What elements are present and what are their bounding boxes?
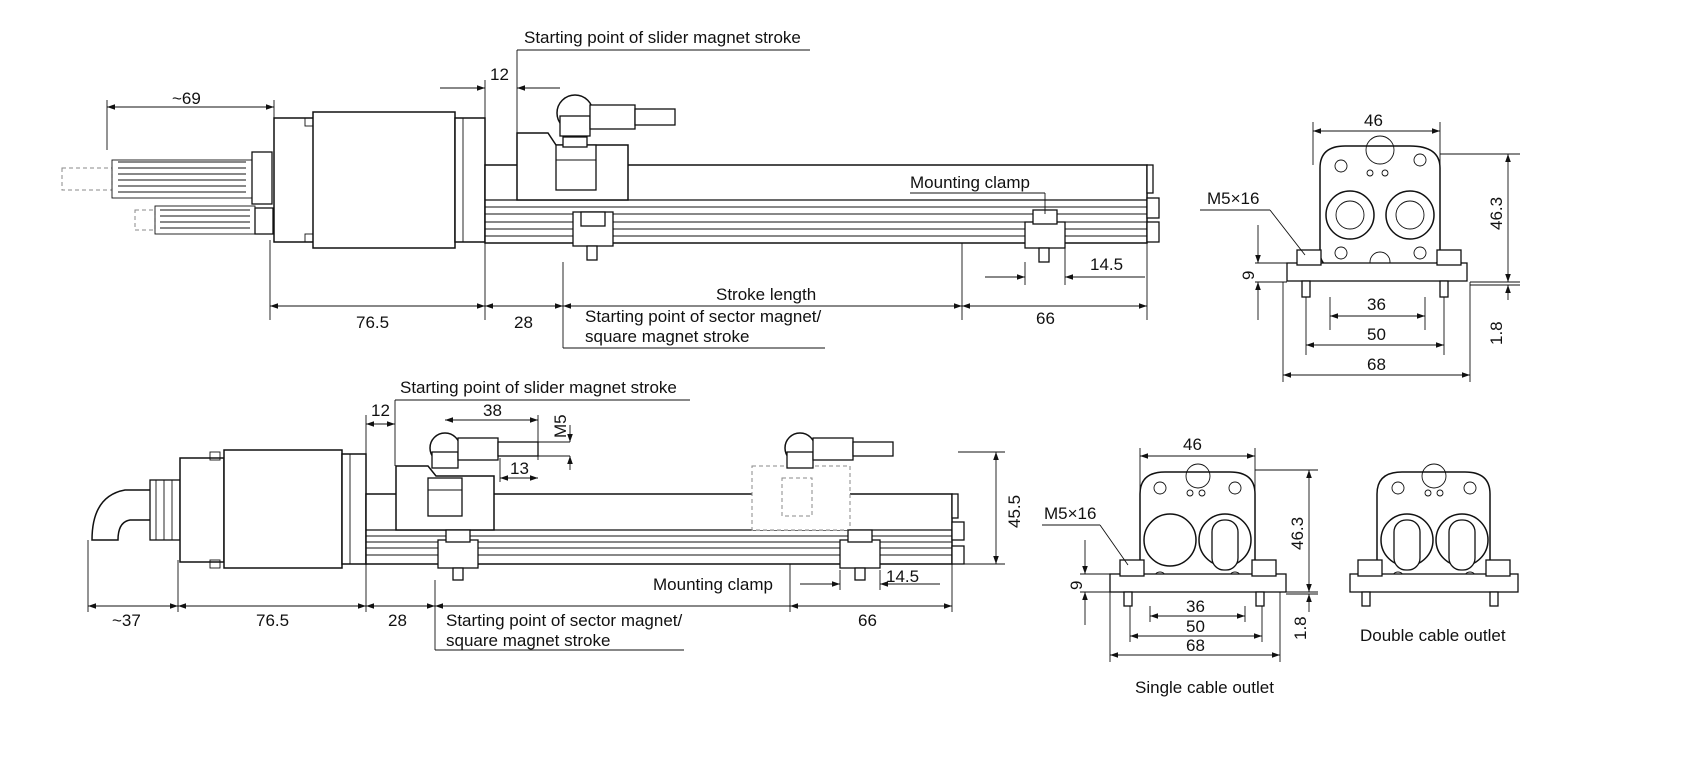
slider-magnet	[516, 94, 676, 201]
dim-68-bottom: 68	[1186, 636, 1205, 655]
cable-elbow	[91, 479, 181, 541]
dim-76-5-side: 76.5	[256, 611, 289, 630]
screw-label: M5×16	[1207, 189, 1259, 208]
top-view: Starting point of slider magnet stroke 1…	[61, 28, 1160, 349]
sector-start-label-side-1: Starting point of sector magnet/	[446, 611, 683, 630]
dim-76-5: 76.5	[356, 313, 389, 332]
dim-50: 50	[1367, 325, 1386, 344]
dim-28-side: 28	[388, 611, 407, 630]
stroke-length-label: Stroke length	[716, 285, 816, 304]
sector-start-label-side-2: square magnet stroke	[446, 631, 610, 650]
dim-12-side: 12	[371, 401, 390, 420]
dim-12: 12	[490, 65, 509, 84]
mounting-clamp-label-side: Mounting clamp	[653, 575, 773, 594]
mounting-clamp-left	[572, 211, 614, 261]
dim-cable-side: ~37	[112, 611, 141, 630]
caption-double-cable: Double cable outlet	[1360, 626, 1506, 645]
dim-1-8-bottom: 1.8	[1291, 616, 1310, 640]
sensor-head-housing	[273, 111, 486, 249]
cable-connector-top	[61, 151, 274, 235]
dim-46-bottom: 46	[1183, 435, 1202, 454]
dim-9: 9	[1239, 271, 1258, 280]
dim-14-5-side: 14.5	[886, 567, 919, 586]
dim-46-3: 46.3	[1487, 197, 1506, 230]
mounting-clamp-side-left	[437, 529, 479, 581]
dim-45-5: 45.5	[1005, 495, 1024, 528]
dim-66: 66	[1036, 309, 1055, 328]
mounting-clamp-side-right	[839, 529, 881, 581]
slider-start-label-side: Starting point of slider magnet stroke	[400, 378, 677, 397]
dim-m5: M5	[551, 414, 570, 438]
slider-magnet-ghost	[751, 432, 894, 531]
top-view-dimensions	[106, 49, 1148, 349]
dim-14-5: 14.5	[1090, 255, 1123, 274]
mounting-clamp-label: Mounting clamp	[910, 173, 1030, 192]
dim-9-bottom: 9	[1067, 581, 1086, 590]
side-view-labels: Starting point of slider magnet stroke 1…	[112, 378, 1024, 650]
end-view-top: 46 46.3 9 36 50 68 1.8 M5×16	[1200, 111, 1520, 382]
dim-68: 68	[1367, 355, 1386, 374]
dim-cable-length: ~69	[172, 89, 201, 108]
sector-start-label-line1: Starting point of sector magnet/	[585, 307, 822, 326]
sensor-head-housing-side	[179, 449, 367, 569]
sector-start-label-line2: square magnet stroke	[585, 327, 749, 346]
slider-magnet-side	[395, 432, 539, 531]
side-view: Starting point of slider magnet stroke 1…	[87, 378, 1024, 651]
dim-46: 46	[1364, 111, 1383, 130]
dim-66-side: 66	[858, 611, 877, 630]
end-view-single-cable: 46 46.3 9 36 50 68 1.8 M5×16 Single cabl…	[1042, 435, 1318, 697]
dim-13: 13	[510, 459, 529, 478]
screw-label-bottom: M5×16	[1044, 504, 1096, 523]
caption-single-cable: Single cable outlet	[1135, 678, 1274, 697]
dim-28: 28	[514, 313, 533, 332]
dim-38: 38	[483, 401, 502, 420]
side-view-dimensions	[87, 399, 1005, 651]
mounting-clamp-right	[1024, 209, 1066, 263]
dim-1-8: 1.8	[1487, 321, 1506, 345]
dim-36-bottom: 36	[1186, 597, 1205, 616]
top-view-labels: Starting point of slider magnet stroke 1…	[172, 28, 1123, 346]
slider-start-label: Starting point of slider magnet stroke	[524, 28, 801, 47]
dim-50-bottom: 50	[1186, 617, 1205, 636]
dim-46-3-bottom: 46.3	[1288, 517, 1307, 550]
dim-36: 36	[1367, 295, 1386, 314]
end-view-double-cable: Double cable outlet	[1349, 463, 1519, 645]
